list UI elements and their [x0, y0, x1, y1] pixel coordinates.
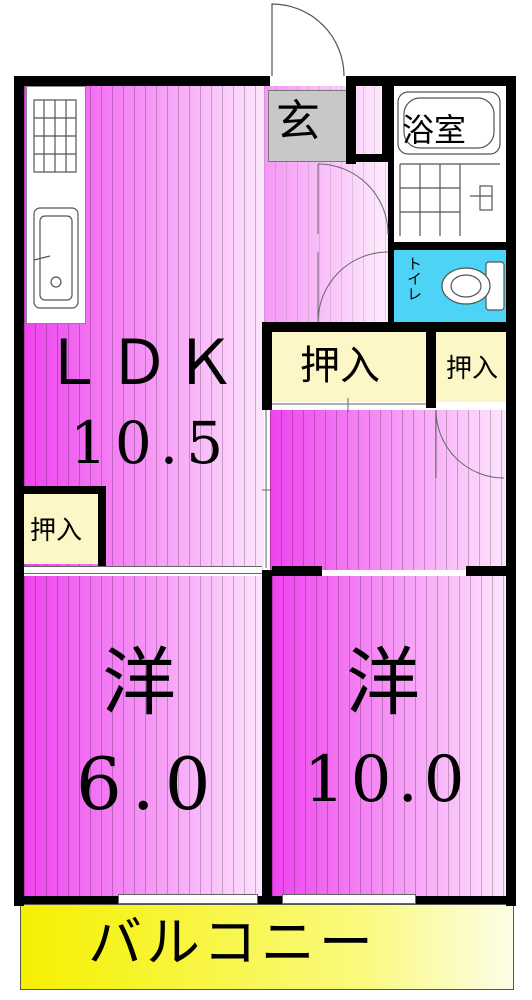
wall-outer-top-left	[14, 76, 270, 86]
wall-center-vertical	[262, 570, 272, 900]
closet-main	[272, 332, 426, 402]
wall-shoe-box-side	[382, 86, 390, 162]
closet-main-label: 押入	[300, 343, 380, 389]
closet-small	[436, 332, 506, 402]
balcony-label: バルコニー	[88, 911, 377, 974]
ldk-size-label: 10.5	[70, 409, 232, 477]
wall-shoe-box	[356, 154, 390, 162]
closet-left-label: 押入	[30, 516, 83, 546]
bath-label: 浴室	[402, 111, 467, 149]
wall-closet-left-box	[24, 486, 106, 494]
wall-closet-left-box-side	[98, 486, 106, 570]
western-room-right	[272, 576, 506, 896]
balcony	[20, 904, 514, 990]
wall-right-room-stub-left	[272, 566, 322, 576]
ldk-name-label: ＬＤＫ	[42, 326, 241, 399]
genkan-label: 玄	[276, 96, 320, 147]
kitchen-sink-icon	[33, 207, 79, 309]
sliding-door-balcony-right	[282, 894, 416, 904]
western-room-right-upper	[270, 410, 506, 570]
western-room-left	[24, 576, 266, 896]
wall-outer-bottom	[14, 896, 516, 904]
wall-outer-top-right	[346, 76, 516, 86]
toilet-label: トイレ	[405, 256, 423, 301]
sliding-door-track-ldk	[24, 566, 262, 574]
bathtub-icon	[397, 91, 501, 236]
western-left-name-label: 洋	[102, 640, 176, 726]
wall-genkan-side	[346, 86, 356, 164]
toilet-icon	[441, 261, 505, 311]
wall-outer-right	[506, 76, 516, 906]
entrance-door-icon	[271, 3, 345, 77]
wall-closet-left	[262, 322, 272, 410]
wall-right-room-stub-right	[466, 566, 506, 576]
closet-left	[24, 494, 98, 564]
wall-hall-bottom	[262, 322, 516, 332]
wall-closet-divider	[426, 332, 436, 408]
door-swings	[262, 163, 505, 568]
wall-bath-toilet	[394, 242, 506, 250]
western-right-name-label: 洋	[346, 640, 420, 726]
closet-small-label: 押入	[446, 354, 499, 384]
western-right-size-label: 10.0	[304, 743, 471, 817]
wall-bath-left	[388, 86, 394, 322]
sliding-door-balcony-left	[118, 894, 258, 904]
stove-icon	[33, 99, 77, 173]
wall-outer-left	[14, 76, 24, 906]
western-left-size-label: 6.0	[76, 742, 221, 826]
